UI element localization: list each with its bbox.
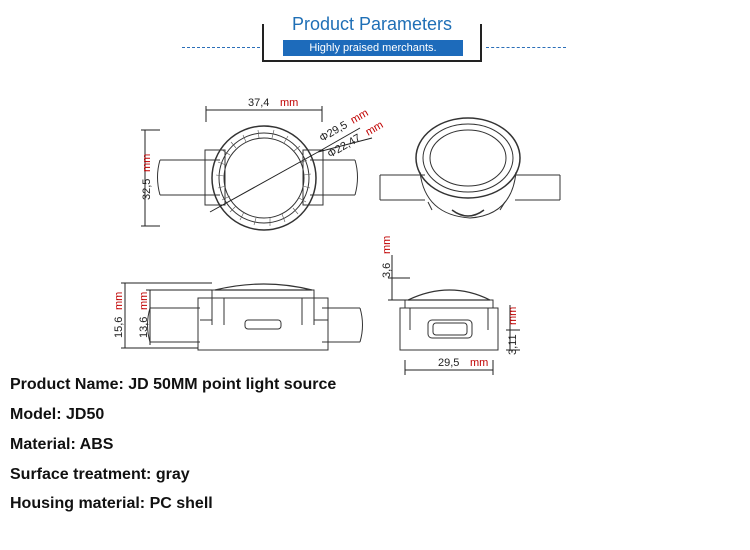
total-height-unit: mm (113, 292, 125, 310)
header-dash-right (486, 47, 566, 48)
page-title-text: Product Parameters (283, 14, 461, 34)
right-width-unit: mm (470, 357, 488, 369)
isometric-view (379, 117, 561, 219)
base-height-label: 3,11 (507, 334, 519, 355)
page-title: Product Parameters (262, 14, 482, 35)
header-badge: Highly praised merchants. (283, 40, 463, 56)
side-view-right (388, 255, 520, 375)
inner-diameter-unit: mm (364, 119, 386, 139)
top-height-label: 32,5 (141, 179, 153, 200)
spec-material: Material: ABS (10, 436, 114, 453)
spec-housing-material: Housing material: PC shell (10, 495, 213, 512)
spec-surface-treatment: Surface treatment: gray (10, 466, 190, 483)
outer-diameter-unit: mm (349, 107, 371, 127)
header-dash-left (182, 47, 260, 48)
base-height-unit: mm (507, 307, 519, 325)
top-width-unit: mm (280, 97, 298, 109)
dome-height-label: 3,6 (381, 263, 393, 278)
body-height-label: 13,6 (138, 317, 150, 338)
top-view (141, 106, 373, 231)
right-width-label: 29,5 (438, 357, 459, 369)
header-frame (262, 24, 482, 62)
top-width-label: 37,4 (248, 97, 269, 109)
top-height-unit: mm (141, 154, 153, 172)
spec-model: Model: JD50 (10, 406, 105, 423)
total-height-label: 15,6 (113, 317, 125, 338)
dome-height-unit: mm (381, 236, 393, 254)
technical-drawing: 37,4 mm 32,5 mm Φ29,5 mm Φ22,47 mm 15,6 … (113, 97, 561, 375)
side-view-left (121, 282, 363, 351)
spec-product-name: Product Name: JD 50MM point light source (10, 376, 337, 393)
body-height-unit: mm (138, 292, 150, 310)
